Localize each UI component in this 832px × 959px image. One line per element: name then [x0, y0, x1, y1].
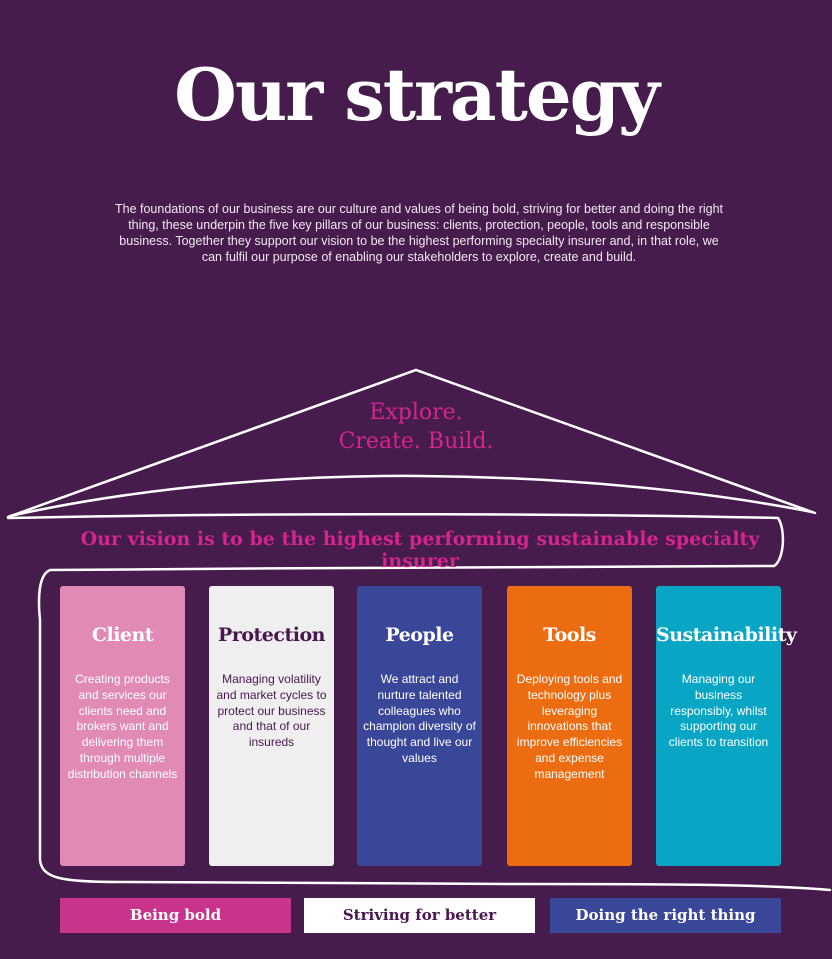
- value-being-bold: Being bold: [60, 898, 291, 933]
- pillar-card-sustainability: Sustainability Managing our business res…: [656, 586, 797, 866]
- pillar-text: Deploying tools and technology plus leve…: [516, 672, 623, 781]
- pillar-card-client: Client Creating products and services ou…: [60, 586, 185, 866]
- pillar-title: People: [385, 624, 454, 646]
- page-title: Our strategy: [174, 52, 660, 137]
- purpose-statement: Explore. Create. Build.: [300, 398, 532, 456]
- pillar-text: Creating products and services our clien…: [67, 672, 178, 781]
- pillar-title: Sustainability: [656, 624, 797, 646]
- pillar-card-protection: Protection Managing volatility and marke…: [209, 586, 334, 866]
- value-striving-for-better: Striving for better: [304, 898, 535, 933]
- pillar-title: Tools: [543, 624, 596, 646]
- pillar-text: We attract and nurture talented colleagu…: [363, 672, 476, 765]
- vision-statement: Our vision is to be the highest performi…: [80, 528, 760, 572]
- pillar-text: Managing our business responsibly, whils…: [668, 672, 769, 750]
- pillar-card-people: People We attract and nurture talented c…: [357, 586, 482, 866]
- purpose-line-1: Explore.: [369, 400, 463, 425]
- pillar-title: Client: [91, 624, 154, 646]
- pillar-card-tools: Tools Deploying tools and technology plu…: [507, 586, 632, 866]
- intro-paragraph: The foundations of our business are our …: [114, 202, 724, 264]
- purpose-line-2: Create. Build.: [338, 429, 494, 454]
- value-doing-the-right-thing: Doing the right thing: [550, 898, 781, 933]
- pillar-title: Protection: [218, 624, 325, 646]
- pillar-text: Managing volatility and market cycles to…: [216, 672, 327, 750]
